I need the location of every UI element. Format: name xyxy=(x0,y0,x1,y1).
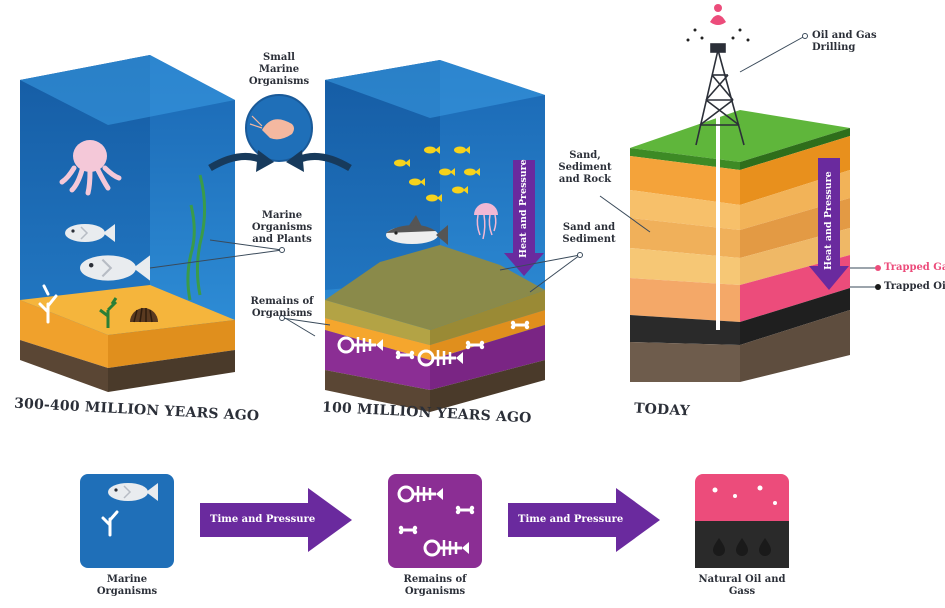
arrow-label-time-pressure: Time and Pressure xyxy=(210,514,316,525)
label-sand-sediment-rock: Sand, Sediment and Rock xyxy=(558,150,612,185)
leader-lines xyxy=(149,35,878,337)
label-small-marine-organisms: Small Marine Organisms xyxy=(248,52,310,87)
shark-icon xyxy=(386,215,448,245)
shrimp-icon xyxy=(245,94,313,162)
caption-natural-oil-gass: Natural Oil and Gass xyxy=(698,574,786,597)
heat-pressure-arrow xyxy=(504,160,544,276)
earth-block-today xyxy=(630,100,850,382)
heat-pressure-label: Heat and Pressure xyxy=(518,159,529,258)
ocean-block-ancient xyxy=(20,55,235,392)
time-pressure-arrow xyxy=(508,488,660,552)
time-pressure-arrow xyxy=(200,488,352,552)
jellyfish-icon xyxy=(474,203,498,240)
heat-pressure-arrow xyxy=(809,158,849,290)
caption-remains-of-organisms: Remains of Organisms xyxy=(403,574,467,597)
label-remains-of-organisms: Remains of Organisms xyxy=(250,296,314,319)
marine-organisms-tile xyxy=(80,474,174,568)
label-sand-sediment: Sand and Sediment xyxy=(562,222,616,245)
remains-tile xyxy=(388,474,482,568)
shell-icon xyxy=(130,307,158,323)
label-trapped-oil: Trapped Oil xyxy=(884,281,945,292)
heat-pressure-label: Heat and Pressure xyxy=(823,171,834,270)
label-trapped-gas: Trapped Gas xyxy=(884,262,945,273)
oil-gas-tile xyxy=(695,474,789,568)
caption-marine-organisms: Marine Organisms xyxy=(96,574,158,597)
arrow-label-time-pressure: Time and Pressure xyxy=(518,514,624,525)
label-oil-gas-drilling: Oil and Gas Drilling xyxy=(812,30,877,53)
label-marine-organisms-plants: Marine Organisms and Plants xyxy=(251,210,313,245)
drilling-rig-icon xyxy=(695,43,745,146)
seaweed-icon xyxy=(186,174,207,301)
ocean-block-middle xyxy=(325,60,545,412)
gas-plume xyxy=(686,4,750,42)
octopus-icon xyxy=(59,140,122,196)
seaweed-icon xyxy=(99,297,118,328)
era-title-today: TODAY xyxy=(633,400,691,420)
coral-icon xyxy=(38,284,58,324)
